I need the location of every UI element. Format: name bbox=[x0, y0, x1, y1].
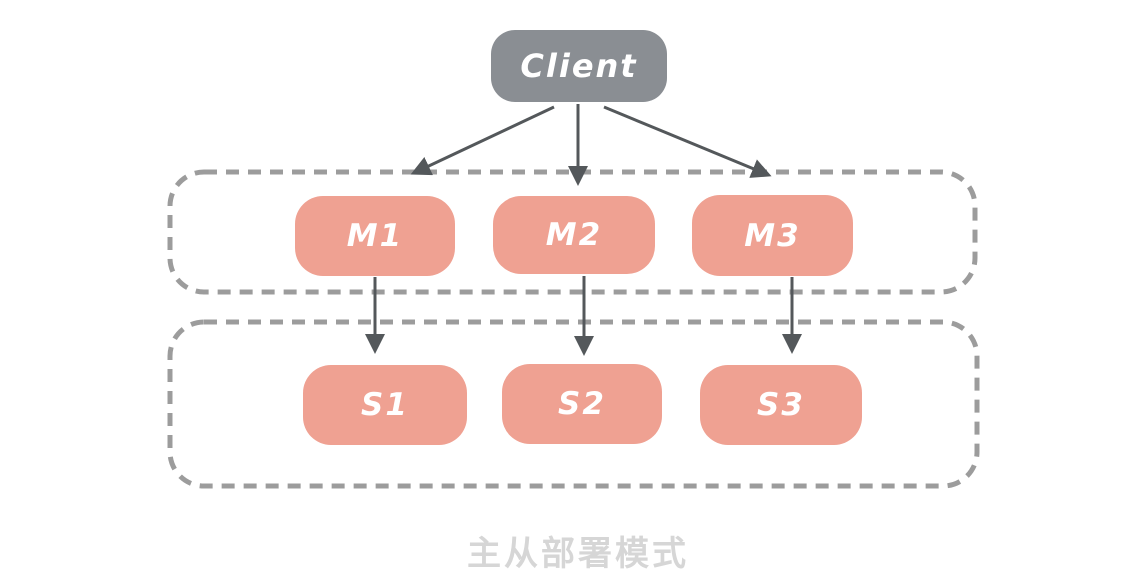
slave-node-s3: S3 bbox=[700, 365, 862, 445]
slave-node-s2: S2 bbox=[502, 364, 662, 444]
arrow-client-to-m1 bbox=[410, 105, 555, 176]
arrow-client-to-m3 bbox=[603, 105, 772, 178]
diagram-caption: 主从部署模式 bbox=[467, 534, 689, 574]
client-node-label: Client bbox=[520, 47, 638, 85]
master-node-m2: M2 bbox=[493, 196, 655, 274]
client-node: Client bbox=[491, 30, 667, 102]
slave-node-label: S3 bbox=[757, 387, 805, 423]
master-node-label: M3 bbox=[744, 217, 801, 254]
master-node-label: M1 bbox=[346, 218, 404, 254]
master-node-m3: M3 bbox=[692, 195, 853, 276]
slave-node-s1: S1 bbox=[303, 365, 467, 445]
master-node-label: M2 bbox=[545, 217, 603, 253]
master-node-m1: M1 bbox=[295, 196, 455, 276]
slave-node-label: S1 bbox=[361, 387, 409, 423]
slave-node-label: S2 bbox=[558, 386, 606, 422]
